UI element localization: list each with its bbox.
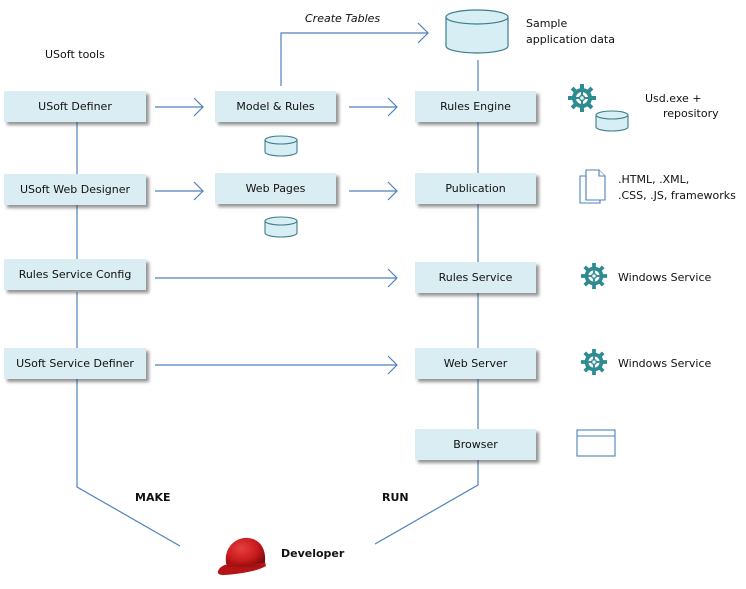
create-tables-label: Create Tables bbox=[305, 12, 381, 25]
usoft-web-designer-box[interactable]: USoft Web Designer bbox=[4, 174, 146, 205]
rules-service-box[interactable]: Rules Service bbox=[415, 262, 536, 293]
arrowhead bbox=[417, 22, 429, 44]
gear-icon bbox=[568, 84, 596, 112]
run-connector bbox=[374, 459, 479, 545]
model-rules-box[interactable]: Model & Rules bbox=[215, 91, 336, 122]
browser-box[interactable]: Browser bbox=[415, 429, 536, 460]
sample-data-label-line2: application data bbox=[526, 33, 615, 46]
database-icon bbox=[264, 135, 298, 157]
publication-box[interactable]: Publication bbox=[415, 173, 536, 204]
rules-engine-box[interactable]: Rules Engine bbox=[415, 91, 536, 122]
rules-service-note: Windows Service bbox=[618, 271, 712, 284]
usoft-definer-box[interactable]: USoft Definer bbox=[4, 91, 146, 122]
web-pages-box[interactable]: Web Pages bbox=[215, 173, 336, 204]
files-label-line2: .CSS, .JS, frameworks bbox=[618, 189, 736, 202]
rules-service-config-box[interactable]: Rules Service Config bbox=[4, 259, 146, 290]
arrowhead bbox=[387, 97, 398, 117]
documents-icon bbox=[579, 169, 606, 204]
hard-hat-icon bbox=[217, 537, 266, 575]
database-icon bbox=[445, 9, 509, 54]
usoft-service-definer-box[interactable]: USoft Service Definer bbox=[4, 348, 146, 379]
arrowhead bbox=[193, 181, 204, 201]
create-tables-arrow bbox=[280, 32, 428, 86]
run-label: RUN bbox=[382, 491, 409, 504]
make-connector bbox=[76, 378, 181, 547]
web-server-box[interactable]: Web Server bbox=[415, 348, 536, 379]
arrowhead bbox=[193, 97, 204, 117]
database-icon bbox=[595, 110, 629, 132]
usd-label-line2: repository bbox=[663, 107, 719, 120]
gear-icon bbox=[580, 262, 608, 290]
browser-window-icon bbox=[576, 429, 616, 457]
arrowhead bbox=[387, 181, 398, 201]
arrowhead bbox=[387, 355, 398, 375]
files-label-line1: .HTML, .XML, bbox=[618, 173, 690, 186]
web-server-note: Windows Service bbox=[618, 357, 712, 370]
database-icon bbox=[264, 216, 298, 238]
developer-label: Developer bbox=[281, 547, 345, 560]
gear-icon bbox=[580, 348, 608, 376]
make-label: MAKE bbox=[135, 491, 171, 504]
sample-data-label-line1: Sample bbox=[526, 17, 568, 30]
usd-label-line1: Usd.exe + bbox=[645, 92, 702, 105]
arrowhead bbox=[387, 268, 398, 288]
usoft-tools-label: USoft tools bbox=[45, 48, 105, 61]
